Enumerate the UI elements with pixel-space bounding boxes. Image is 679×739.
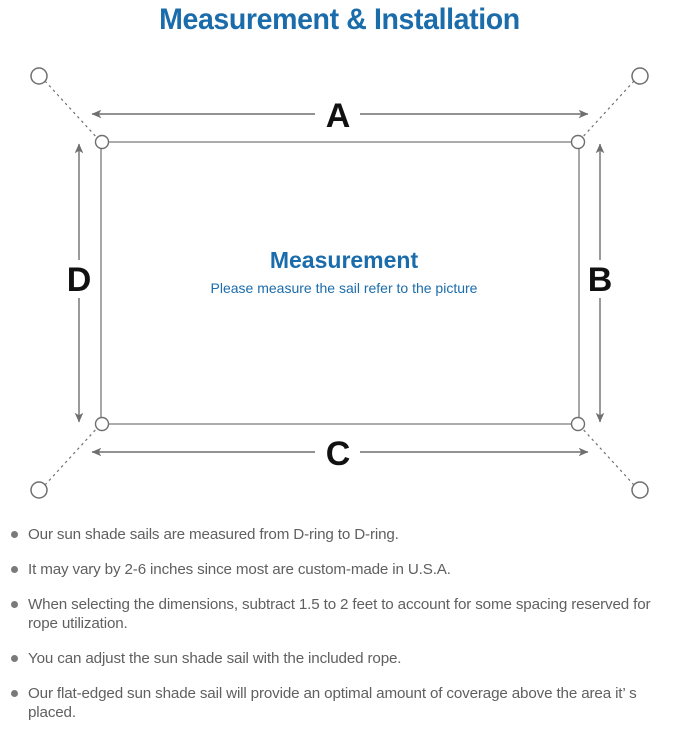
dimension-label-c: C xyxy=(326,435,351,473)
anchor-bottom-right-icon xyxy=(631,481,649,499)
bullet-icon xyxy=(11,655,18,662)
d-ring-top-left-icon xyxy=(94,134,110,150)
list-item: It may vary by 2-6 inches since most are… xyxy=(0,560,679,579)
list-item: You can adjust the sun shade sail with t… xyxy=(0,649,679,668)
note-text: It may vary by 2-6 inches since most are… xyxy=(28,561,451,578)
rope-top-left xyxy=(44,80,100,141)
note-text: Our flat-edged sun shade sail will provi… xyxy=(28,685,637,721)
list-item: When selecting the dimensions, subtract … xyxy=(0,595,679,633)
note-text: You can adjust the sun shade sail with t… xyxy=(28,650,402,667)
note-text: Our sun shade sails are measured from D-… xyxy=(28,526,399,543)
note-text: When selecting the dimensions, subtract … xyxy=(28,596,651,632)
measurement-diagram: A C D B Measurement Please measure the s… xyxy=(0,48,679,518)
bullet-icon xyxy=(11,531,18,538)
dimension-label-d: D xyxy=(67,261,92,299)
list-item: Our sun shade sails are measured from D-… xyxy=(0,525,679,544)
bullet-icon xyxy=(11,690,18,697)
diagram-center-subheading: Please measure the sail refer to the pic… xyxy=(211,280,478,296)
rope-bottom-right xyxy=(579,425,635,486)
rope-top-right xyxy=(579,80,635,141)
d-ring-bottom-left-icon xyxy=(94,416,110,432)
d-ring-bottom-right-icon xyxy=(570,416,586,432)
sail-d-rings xyxy=(94,134,586,432)
dimension-label-b: B xyxy=(588,261,613,299)
bullet-icon xyxy=(11,601,18,608)
anchor-rings xyxy=(30,67,649,499)
anchor-top-right-icon xyxy=(631,67,649,85)
anchor-bottom-left-icon xyxy=(30,481,48,499)
diagram-center-heading: Measurement xyxy=(270,247,419,273)
rope-bottom-left xyxy=(44,425,100,486)
list-item: Our flat-edged sun shade sail will provi… xyxy=(0,684,679,722)
bullet-icon xyxy=(11,566,18,573)
rope-lines xyxy=(44,80,635,486)
dimension-label-a: A xyxy=(326,97,351,135)
sail-rectangle xyxy=(100,141,580,425)
page-title: Measurement & Installation xyxy=(159,3,520,36)
anchor-top-left-icon xyxy=(30,67,48,85)
notes-list: Our sun shade sails are measured from D-… xyxy=(0,525,679,738)
d-ring-top-right-icon xyxy=(570,134,586,150)
